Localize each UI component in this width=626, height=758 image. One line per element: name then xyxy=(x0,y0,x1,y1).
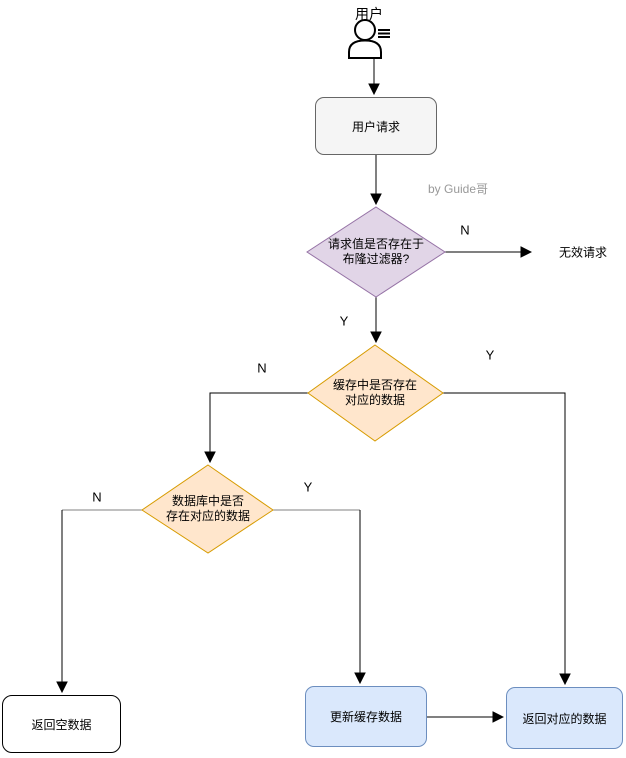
bloom-filter-decision-text: 请求值是否存在于 布隆过滤器? xyxy=(327,237,425,266)
database-decision-shape xyxy=(141,464,274,554)
watermark-text: by Guide哥 xyxy=(428,182,489,196)
update-cache-label: 更新缓存数据 xyxy=(329,710,402,724)
cache-y-label: Y xyxy=(485,347,495,363)
return-data-node: 返回对应的数据 xyxy=(506,687,623,749)
db-y-label: Y xyxy=(303,479,313,495)
user-request-node: 用户请求 xyxy=(315,97,437,155)
db-n-label: N xyxy=(92,489,102,505)
edge-cache-y-to-return-data xyxy=(443,392,565,684)
user-icon xyxy=(348,19,390,59)
return-empty-node: 返回空数据 xyxy=(2,695,121,753)
actor-label: 用户 xyxy=(355,6,383,22)
database-decision-text: 数据库中是否 存在对应的数据 xyxy=(165,494,251,523)
bloom-filter-decision-shape xyxy=(306,206,446,298)
return-data-label: 返回对应的数据 xyxy=(522,711,607,726)
cache-n-label: N xyxy=(257,360,267,376)
return-empty-label: 返回空数据 xyxy=(31,717,92,732)
cache-decision-shape xyxy=(307,344,444,442)
bloom-y-label: Y xyxy=(339,313,349,329)
update-cache-node: 更新缓存数据 xyxy=(305,686,427,747)
user-request-label: 用户请求 xyxy=(351,119,400,134)
bloom-n-label: N xyxy=(460,222,470,238)
cache-decision-text: 缓存中是否存在 对应的数据 xyxy=(332,378,418,407)
invalid-request-label: 无效请求 xyxy=(558,245,608,260)
edge-cache-n-to-db xyxy=(210,392,308,462)
